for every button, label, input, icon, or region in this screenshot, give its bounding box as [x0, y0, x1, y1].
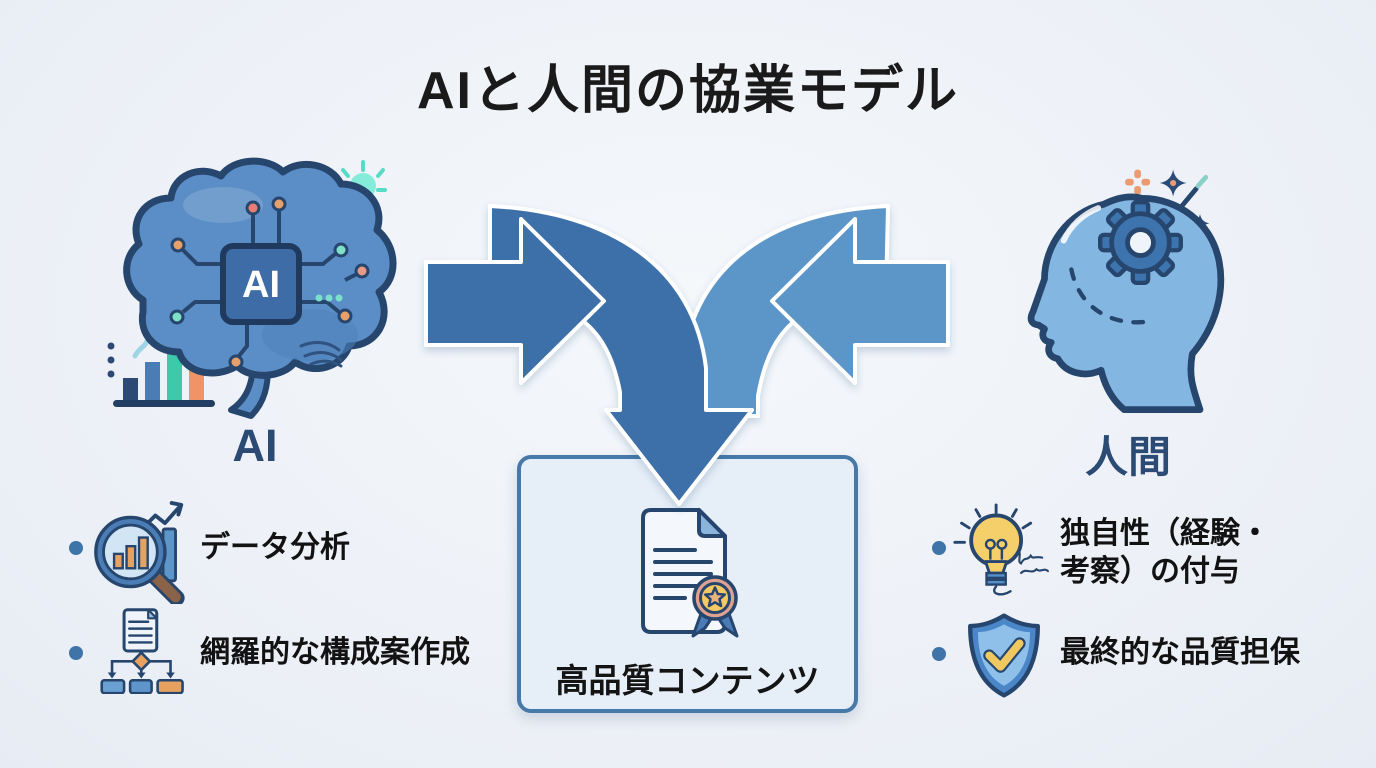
bullet-label: 網羅的な構成案作成	[200, 636, 470, 669]
left-arrow	[424, 217, 606, 385]
human-label: 人間	[1085, 434, 1171, 482]
bullet-dot	[69, 541, 83, 555]
circuit-nodes	[169, 196, 370, 370]
right-arrow	[770, 217, 950, 385]
human-head-gear-illustration	[1027, 169, 1225, 413]
sparkle-star-icon	[1159, 169, 1187, 197]
idea-scribble	[1018, 548, 1050, 575]
bullet-label: 独自性（経験・ 考察）の付与	[1060, 515, 1270, 591]
bullet-dot	[69, 646, 83, 660]
sparkle-plus-icon	[1125, 169, 1151, 195]
circuit-traces	[181, 210, 358, 358]
magnifier-chart-icon	[94, 501, 185, 604]
ai-brain-illustration: AI	[107, 157, 397, 419]
ai-chip: AI	[220, 243, 302, 325]
chip-label: AI	[242, 264, 280, 306]
right-merge-band	[680, 204, 890, 418]
bullet-label-line1: 独自性（経験・	[1060, 517, 1270, 550]
ai-label: AI	[232, 420, 278, 471]
bullet-label: データ分析	[200, 531, 350, 564]
medal-icon	[691, 575, 739, 638]
lightbulb-idea-icon	[953, 503, 1050, 596]
diagram-title: AIと人間の協業モデル	[416, 62, 959, 120]
bullet-dot	[932, 647, 946, 661]
flowchart-icon	[100, 608, 184, 694]
bullet-label-line2: 考察）の付与	[1060, 555, 1240, 588]
bullet-dot	[932, 541, 946, 555]
gear-icon	[1098, 200, 1183, 286]
dashed-arc	[1069, 267, 1153, 325]
shield-check-icon	[968, 613, 1040, 698]
certified-document-icon	[641, 508, 739, 638]
bullet-label: 最終的な品質担保	[1060, 636, 1300, 669]
result-box-label: 高品質コンテンツ	[555, 662, 820, 699]
